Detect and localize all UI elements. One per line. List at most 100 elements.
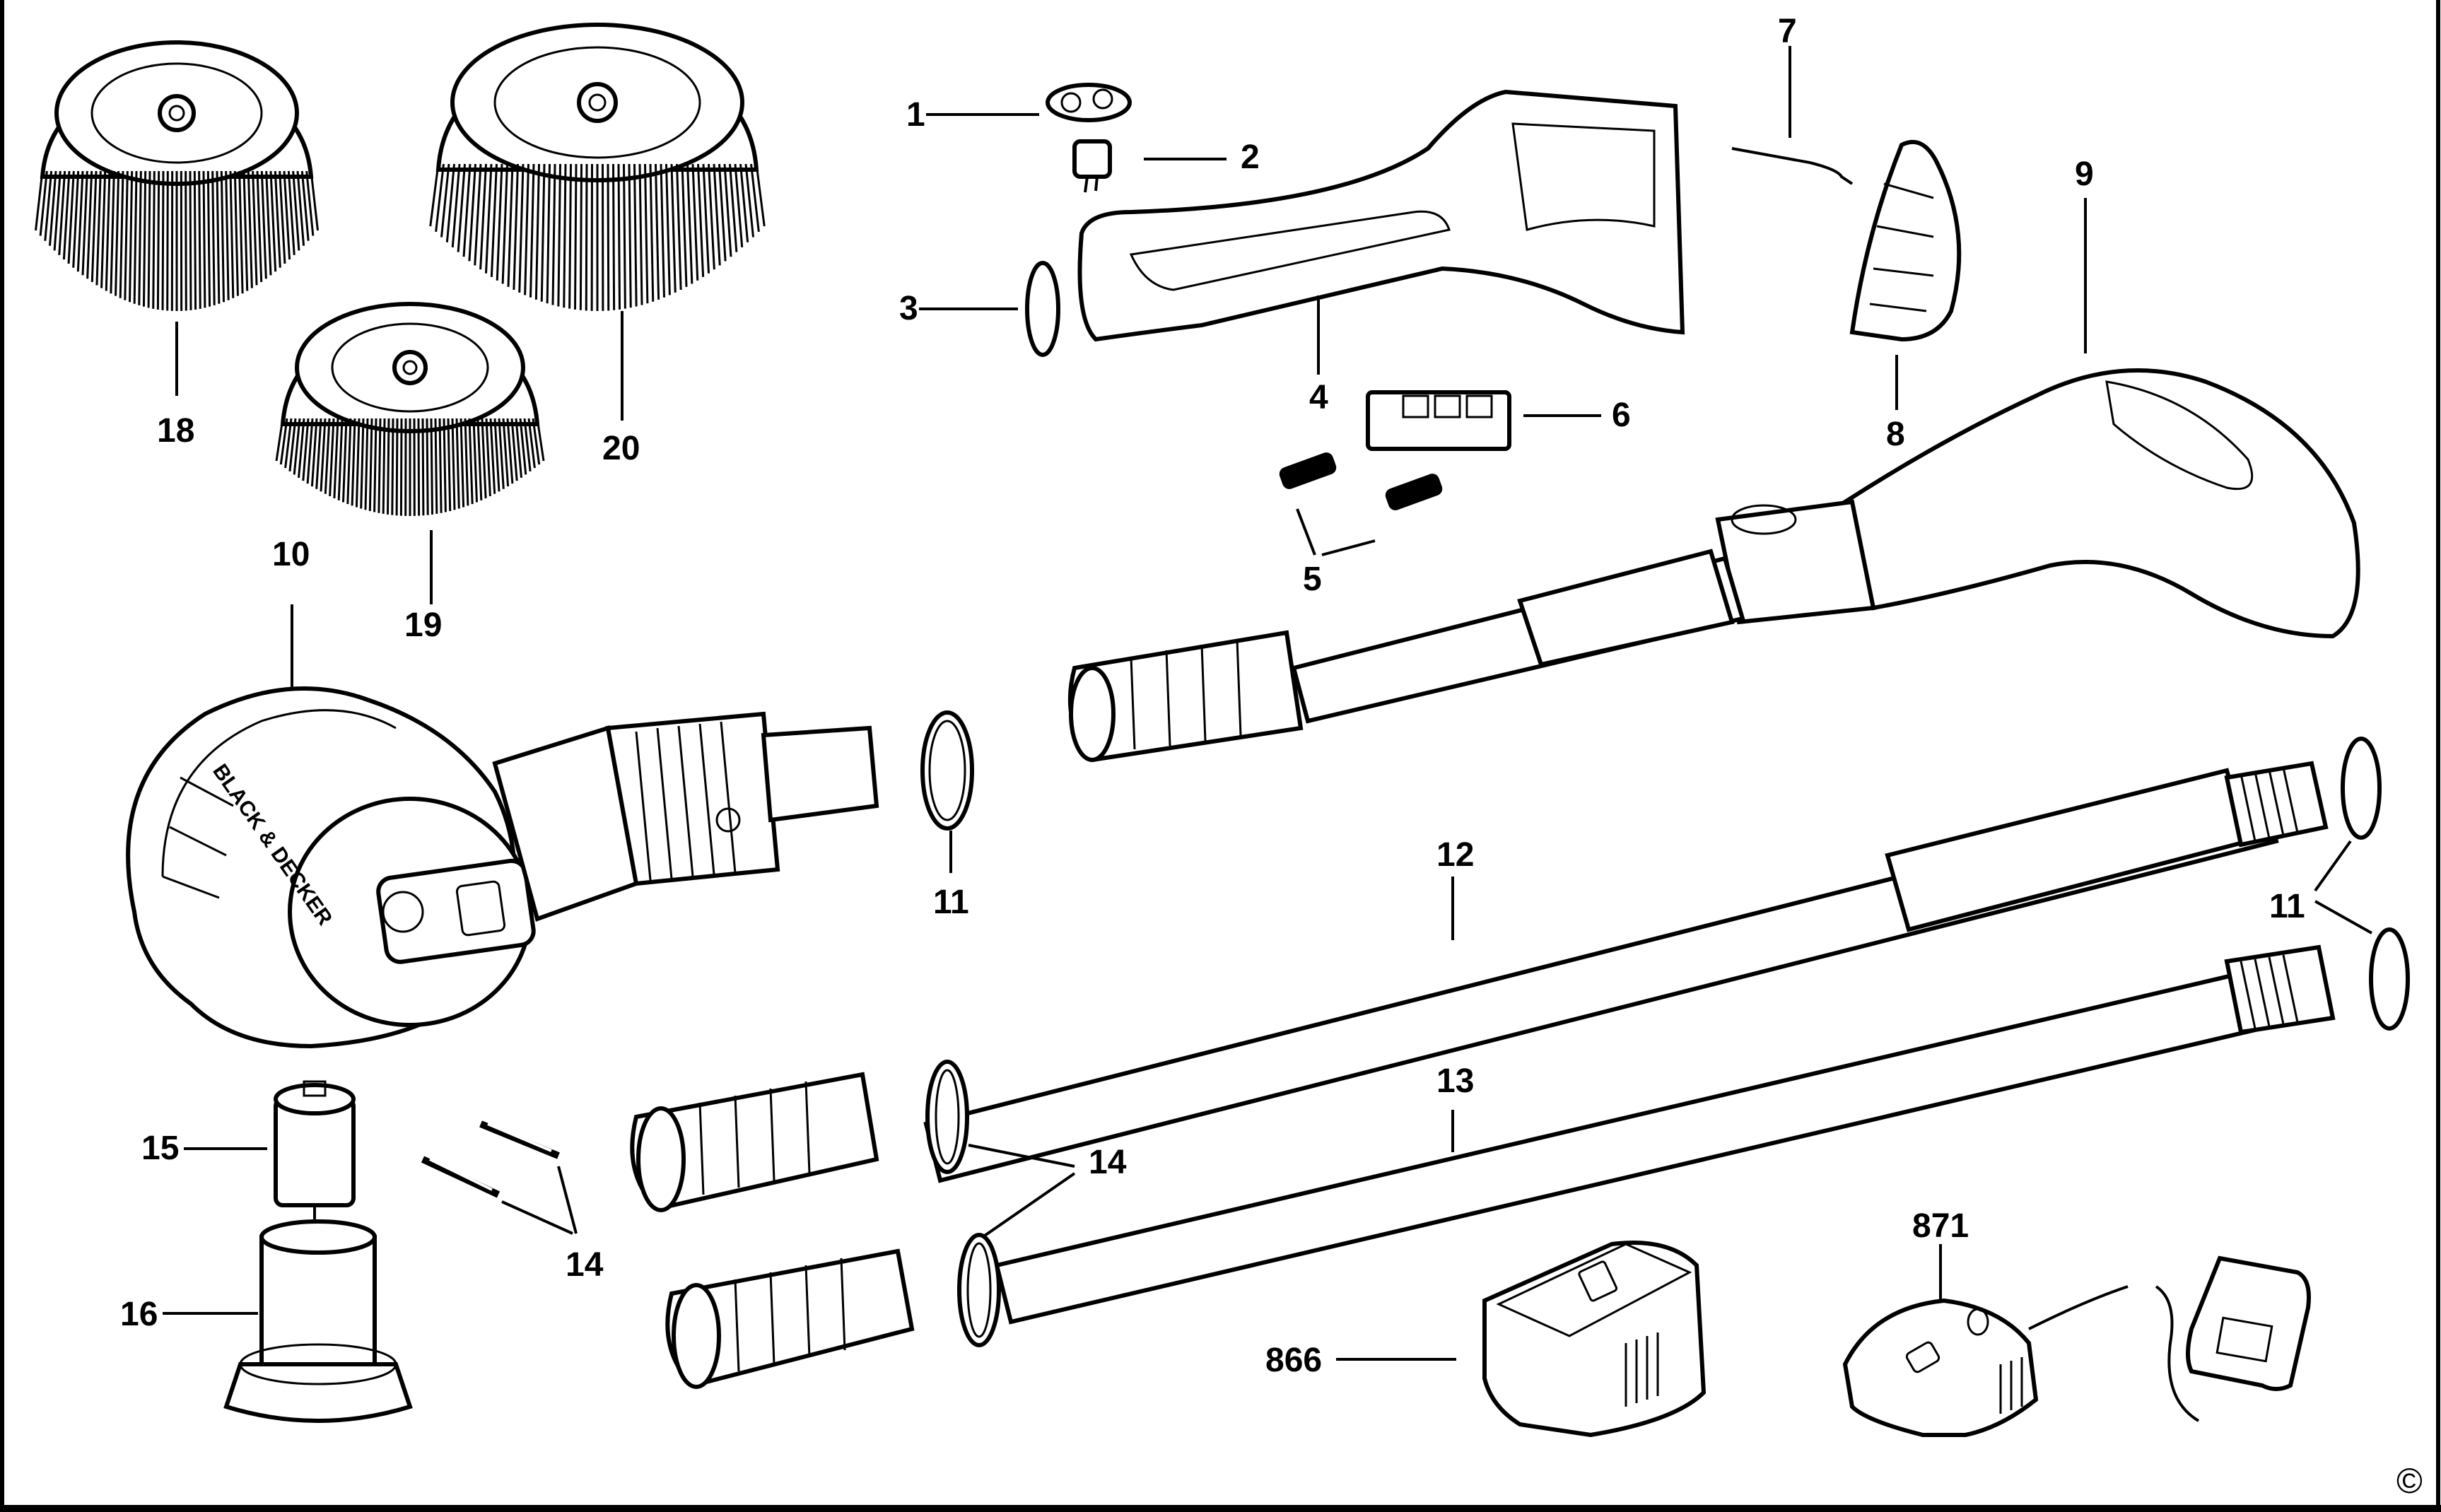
bristle (44, 170, 53, 241)
bristle (274, 170, 281, 268)
bristle (440, 163, 450, 238)
bristle (551, 163, 556, 305)
part-label-866: 866 (1265, 1342, 1322, 1379)
bristle (670, 163, 677, 293)
part-label-14: 14 (1089, 1144, 1127, 1181)
bristle (633, 163, 638, 307)
bristle (95, 170, 102, 286)
bristle (457, 163, 466, 252)
bristle (238, 170, 244, 294)
bristle (435, 163, 445, 233)
extension-pole-13 (665, 944, 2336, 1389)
collars-14 (925, 1060, 1076, 1347)
battery-pack-866 (1336, 1241, 1707, 1438)
bristle (202, 170, 206, 308)
bristle (468, 163, 476, 262)
bristle (524, 163, 529, 295)
bristle (100, 170, 107, 288)
bristle (474, 163, 482, 266)
bristle (142, 170, 147, 307)
part-label-11-left: 11 (933, 884, 969, 921)
bristle (315, 418, 322, 489)
bristle (438, 418, 443, 513)
terminal-block-6 (1366, 390, 1601, 451)
bristle (133, 170, 138, 304)
bristle (649, 163, 655, 302)
bristle (346, 418, 352, 505)
bristle (242, 170, 249, 291)
bristle (628, 163, 632, 308)
bristle (718, 163, 727, 262)
part-label-4: 4 (1309, 379, 1328, 416)
bristle (373, 418, 377, 512)
bristle (351, 418, 356, 506)
bristle (617, 163, 621, 310)
bristle (333, 418, 339, 499)
o-ring-11-left (920, 710, 974, 831)
bristle (48, 170, 57, 246)
part-label-19: 19 (404, 606, 442, 644)
bristle (72, 170, 80, 268)
bristle (519, 418, 527, 475)
bristle (288, 418, 297, 471)
bristle (557, 163, 561, 307)
bristle (697, 163, 705, 277)
bristle (105, 170, 111, 291)
bristle (211, 170, 216, 305)
bristle (399, 418, 403, 516)
part-label-6: 6 (1612, 397, 1631, 434)
bristle (607, 163, 610, 311)
collar-ribs (1130, 639, 1242, 750)
part-label-17: 16 (120, 1296, 158, 1333)
motor-housing-17 (163, 1219, 413, 1423)
bristle (300, 170, 310, 241)
bristle (337, 418, 344, 500)
bristle (329, 418, 335, 496)
bristle (739, 163, 749, 242)
brush-19 (280, 302, 540, 604)
o-rings-11-right (2314, 737, 2410, 1031)
bristle (283, 170, 291, 260)
bristle (256, 170, 263, 283)
bristle (310, 418, 318, 487)
part-label-11-right: 11 (2269, 888, 2305, 925)
bristle (429, 163, 440, 227)
switch-2 (1072, 139, 1227, 193)
bristle (691, 163, 699, 281)
bristle (638, 163, 643, 305)
bristle (198, 170, 201, 309)
bristle (310, 170, 319, 231)
bristle (292, 170, 300, 251)
bristle (498, 418, 505, 489)
bristle (513, 163, 519, 291)
part-label-12: 12 (1436, 836, 1474, 874)
bristle (129, 170, 134, 303)
bristle (493, 418, 501, 492)
part-label-13: 13 (1436, 1062, 1474, 1100)
bristle (744, 163, 754, 238)
copyright-symbol: © (2396, 1461, 2423, 1501)
bristle (490, 163, 498, 277)
bristle (377, 418, 382, 513)
thread-rings (635, 721, 737, 881)
bristle (115, 170, 120, 296)
part-label-1: 1 (906, 96, 925, 134)
bristle (62, 170, 71, 260)
part-label-15: 14 (566, 1246, 604, 1284)
bristle (510, 418, 518, 481)
bristle (320, 418, 327, 492)
bristle (734, 163, 744, 247)
bristle (527, 418, 536, 469)
thread-rings (2240, 767, 2299, 842)
bristle (298, 418, 305, 478)
bristle (502, 418, 510, 487)
bristle (342, 418, 348, 503)
bristle (540, 163, 546, 302)
bristle (506, 418, 514, 484)
bristle (382, 418, 386, 514)
bristle (532, 418, 541, 465)
bristle (515, 418, 522, 478)
bristle (417, 418, 421, 516)
bristle (138, 170, 142, 305)
